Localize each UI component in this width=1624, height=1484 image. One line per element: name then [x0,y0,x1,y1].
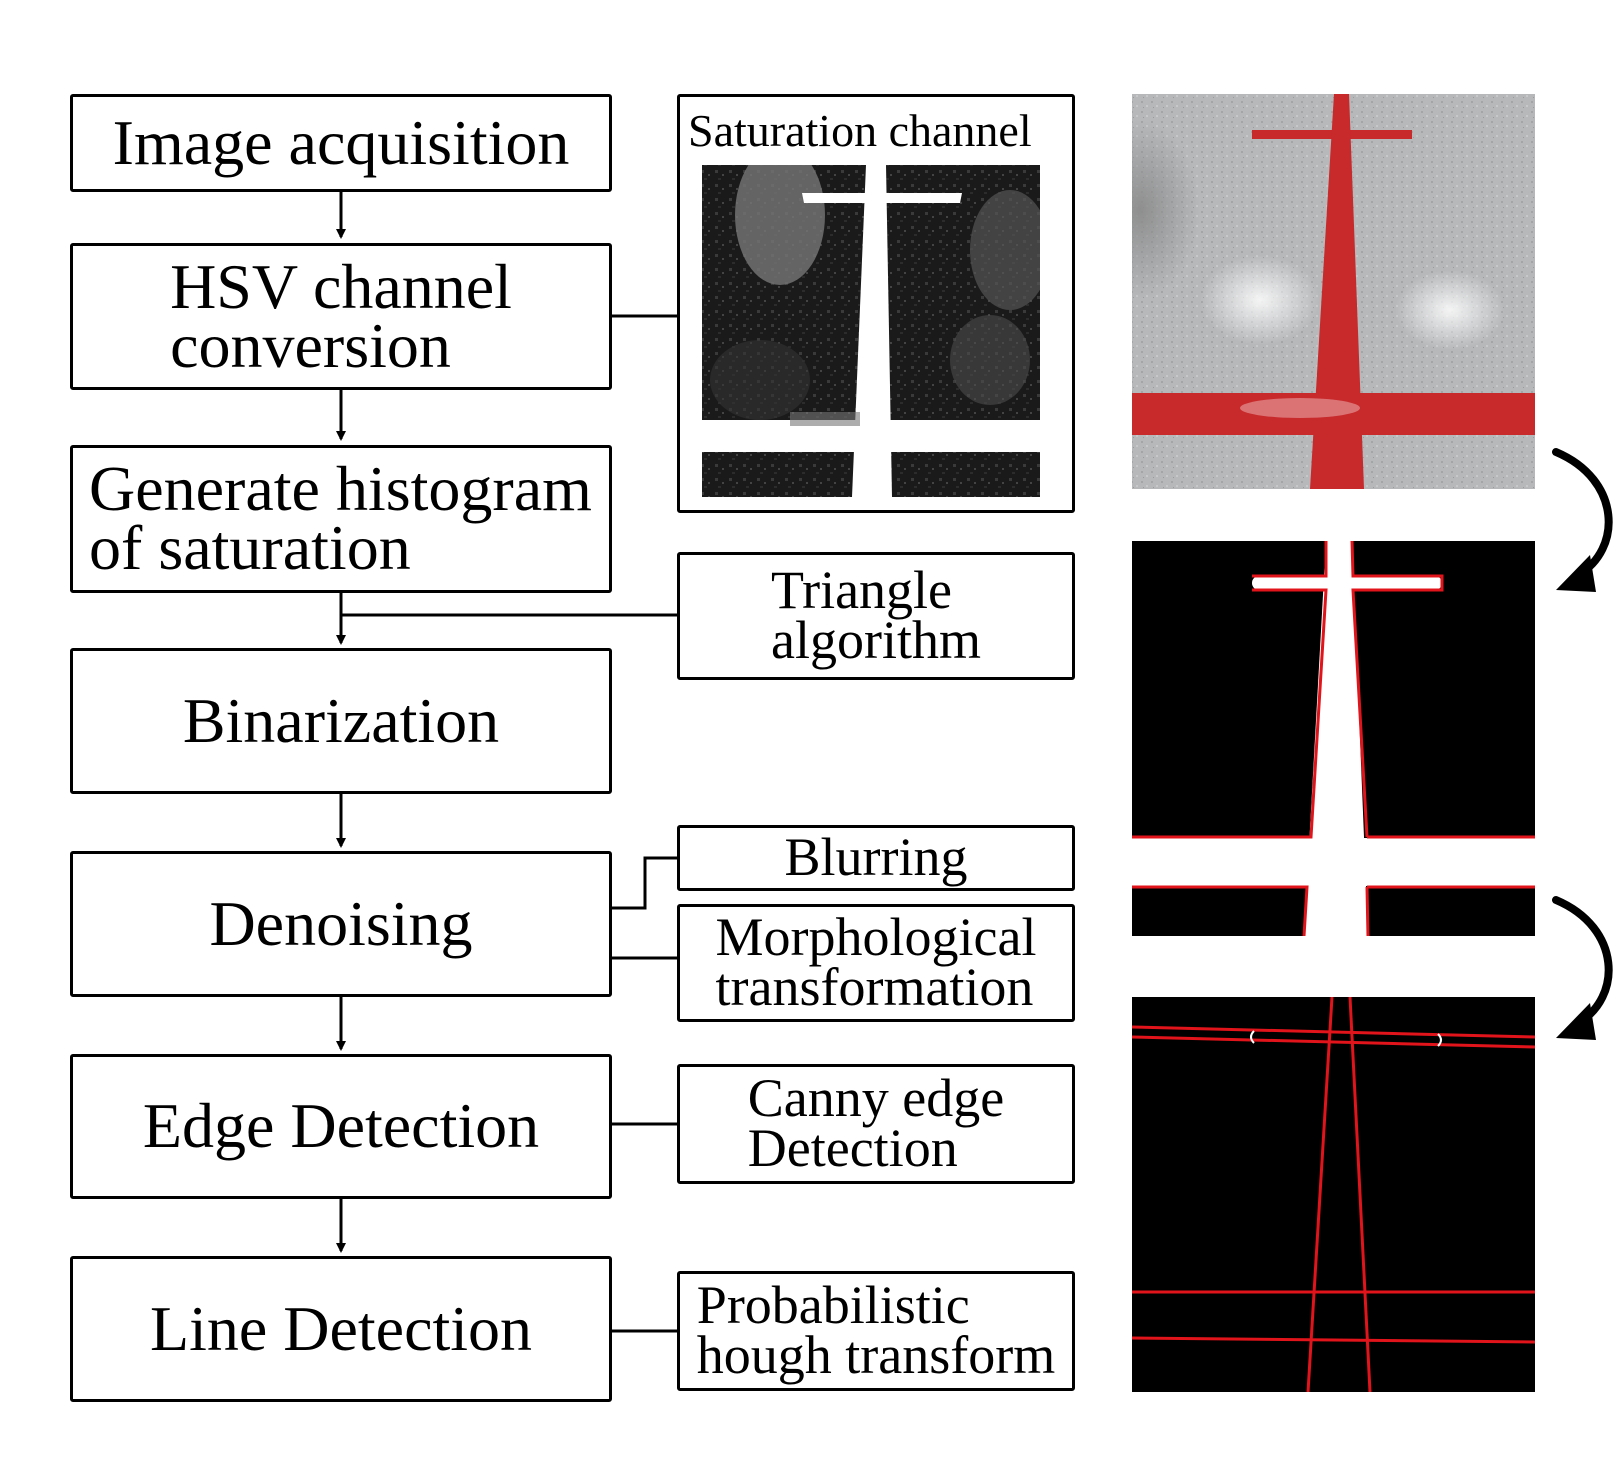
method-triangle-algorithm-label: Triangle algorithm [771,560,981,670]
saturation-channel-panel [677,94,1075,513]
step-binarization: Binarization [70,648,612,794]
method-triangle-algorithm: Triangle algorithm [677,552,1075,680]
method-morphological-transformation-label: Morphological transformation [715,907,1037,1017]
step-denoising: Denoising [70,851,612,997]
method-morphological-transformation: Morphological transformation [677,904,1075,1022]
line-detection-image [1132,997,1535,1392]
step-denoising-label: Denoising [209,887,473,959]
method-canny-edge-detection: Canny edge Detection [677,1064,1075,1184]
method-probabilistic-hough-transform-label: Probabilistic hough transform [696,1275,1056,1385]
step-histogram-label: Generate histogram of saturation [89,453,592,583]
step-image-acquisition: Image acquisition [70,94,612,192]
method-blurring-label: Blurring [784,827,968,888]
method-canny-edge-detection-label: Canny edge Detection [747,1068,1005,1178]
curved-arrows [1552,448,1613,1027]
step-line-detection: Line Detection [70,1256,612,1402]
curved-arrow-head-2 [1556,1003,1596,1040]
side-connectors [341,314,677,1333]
step-image-acquisition-label: Image acquisition [112,106,570,178]
step-edge-detection: Edge Detection [70,1054,612,1199]
saturation-channel-image [702,165,1040,497]
method-probabilistic-hough-transform: Probabilistic hough transform [677,1271,1075,1391]
step-line-detection-label: Line Detection [149,1292,533,1364]
step-hsv-conversion-label: HSV channel conversion [170,250,512,381]
saturation-channel-caption: Saturation channel [688,105,1032,156]
floor-photo [1132,94,1535,489]
curved-arrow-head-1 [1556,555,1596,592]
step-hsv-conversion: HSV channel conversion [70,243,612,390]
method-blurring: Blurring [677,825,1075,891]
step-histogram: Generate histogram of saturation [70,445,612,593]
binarization-image [1132,541,1535,936]
step-edge-detection-label: Edge Detection [142,1090,540,1162]
step-binarization-label: Binarization [182,684,500,756]
